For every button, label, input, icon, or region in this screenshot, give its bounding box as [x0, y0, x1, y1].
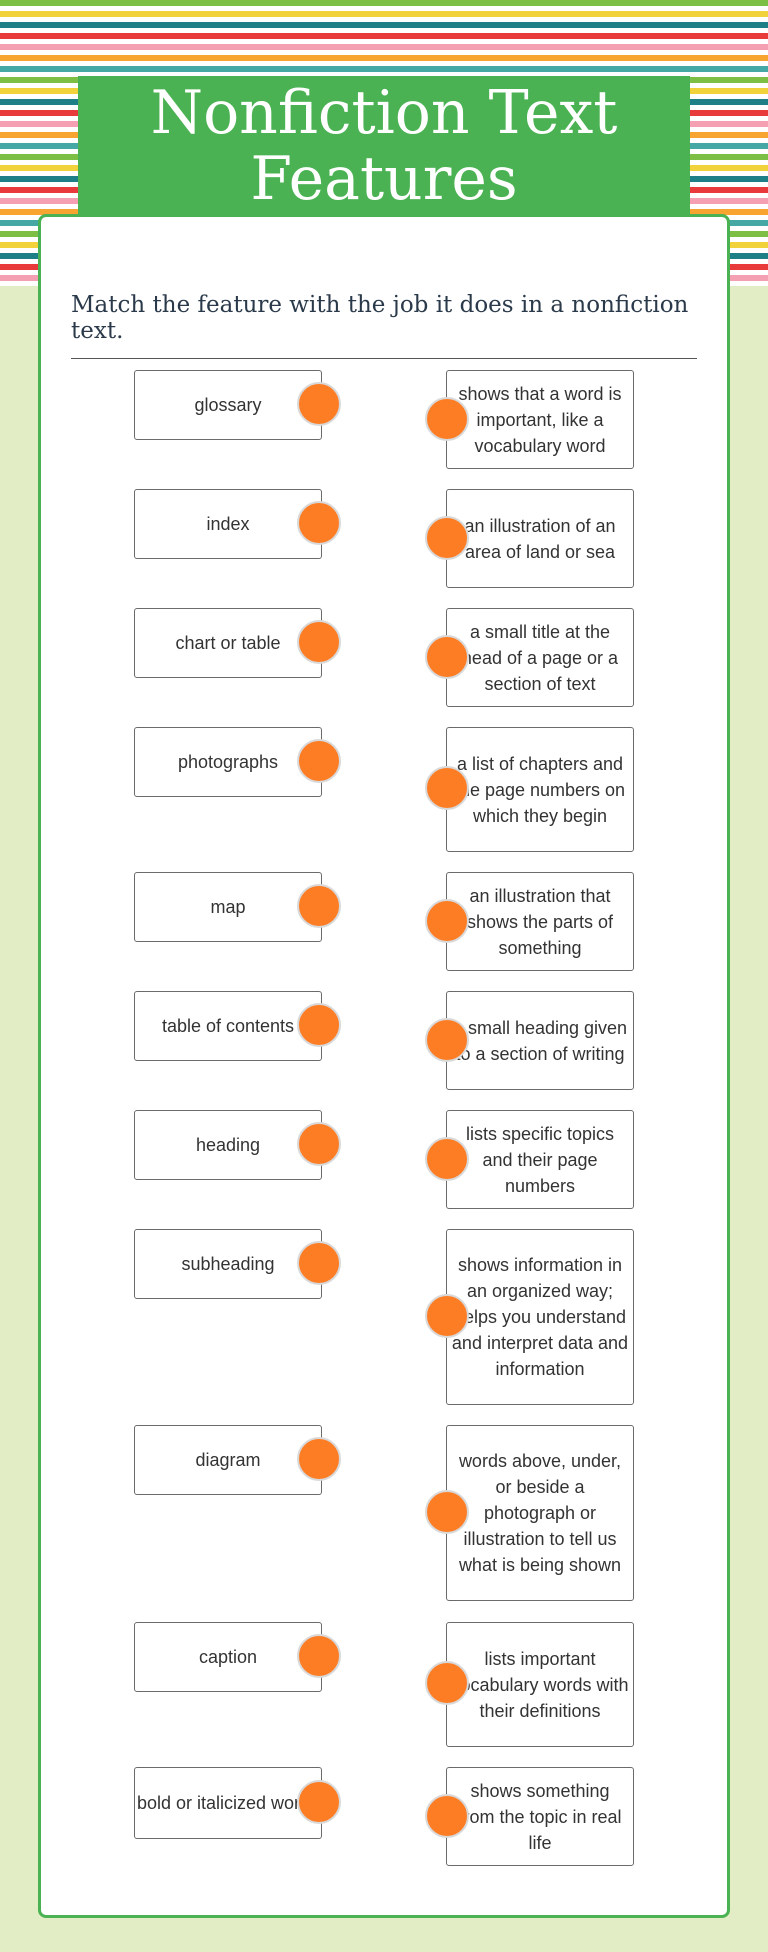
feature-item[interactable]: subheading: [134, 1229, 322, 1299]
description-label: lists specific topics and their page num…: [465, 1123, 615, 1196]
description-item[interactable]: shows something from the topic in real l…: [446, 1767, 634, 1866]
feature-label: glossary: [194, 395, 262, 415]
feature-item[interactable]: chart or table: [134, 608, 322, 678]
feature-label: map: [210, 897, 246, 917]
feature-connector-dot[interactable]: [297, 739, 341, 783]
feature-connector-dot[interactable]: [297, 1437, 341, 1481]
description-label: shows information in an organized way; h…: [451, 1255, 629, 1379]
feature-label: subheading: [181, 1254, 275, 1274]
feature-label: chart or table: [175, 633, 281, 653]
feature-item[interactable]: photographs: [134, 727, 322, 797]
description-connector-dot[interactable]: [425, 1794, 469, 1838]
feature-connector-dot[interactable]: [297, 1634, 341, 1678]
feature-connector-dot[interactable]: [297, 884, 341, 928]
description-item[interactable]: a small heading given to a section of wr…: [446, 991, 634, 1090]
feature-item[interactable]: caption: [134, 1622, 322, 1692]
description-label: words above, under, or beside a photogra…: [458, 1451, 622, 1575]
description-item[interactable]: an illustration of an area of land or se…: [446, 489, 634, 588]
divider: [71, 358, 697, 359]
description-label: shows that a word is important, like a v…: [458, 383, 622, 456]
description-label: an illustration of an area of land or se…: [464, 515, 616, 562]
feature-connector-dot[interactable]: [297, 1122, 341, 1166]
feature-connector-dot[interactable]: [297, 1780, 341, 1824]
feature-connector-dot[interactable]: [297, 382, 341, 426]
description-item[interactable]: lists important vocabulary words with th…: [446, 1622, 634, 1747]
description-connector-dot[interactable]: [425, 766, 469, 810]
feature-item[interactable]: heading: [134, 1110, 322, 1180]
feature-label: caption: [198, 1647, 258, 1667]
description-connector-dot[interactable]: [425, 1137, 469, 1181]
description-connector-dot[interactable]: [425, 397, 469, 441]
description-connector-dot[interactable]: [425, 1490, 469, 1534]
description-label: a small heading given to a section of wr…: [452, 1017, 628, 1064]
feature-item[interactable]: table of contents: [134, 991, 322, 1061]
feature-connector-dot[interactable]: [297, 1003, 341, 1047]
description-label: a list of chapters and the page numbers …: [454, 753, 626, 826]
description-item[interactable]: shows information in an organized way; h…: [446, 1229, 634, 1405]
description-item[interactable]: shows that a word is important, like a v…: [446, 370, 634, 469]
description-item[interactable]: an illustration that shows the parts of …: [446, 872, 634, 971]
page-title: Nonfiction Text Features: [78, 76, 690, 216]
feature-item[interactable]: bold or italicized words: [134, 1767, 322, 1839]
feature-label: heading: [195, 1135, 261, 1155]
feature-item[interactable]: diagram: [134, 1425, 322, 1495]
description-connector-dot[interactable]: [425, 635, 469, 679]
description-connector-dot[interactable]: [425, 899, 469, 943]
description-label: shows something from the topic in real l…: [458, 1780, 622, 1853]
feature-connector-dot[interactable]: [297, 620, 341, 664]
feature-connector-dot[interactable]: [297, 1241, 341, 1285]
feature-item[interactable]: index: [134, 489, 322, 559]
description-connector-dot[interactable]: [425, 1294, 469, 1338]
description-label: a small title at the head of a page or a…: [461, 621, 619, 694]
description-item[interactable]: a small title at the head of a page or a…: [446, 608, 634, 707]
feature-label: table of contents: [161, 1016, 295, 1036]
description-label: an illustration that shows the parts of …: [466, 885, 614, 958]
feature-label: diagram: [195, 1450, 261, 1470]
description-item[interactable]: lists specific topics and their page num…: [446, 1110, 634, 1209]
feature-connector-dot[interactable]: [297, 501, 341, 545]
description-connector-dot[interactable]: [425, 1661, 469, 1705]
description-item[interactable]: a list of chapters and the page numbers …: [446, 727, 634, 852]
description-connector-dot[interactable]: [425, 1018, 469, 1062]
instructions: Match the feature with the job it does i…: [71, 292, 689, 344]
feature-label: bold or italicized words: [136, 1793, 320, 1813]
description-label: lists important vocabulary words with th…: [451, 1648, 629, 1721]
description-connector-dot[interactable]: [425, 516, 469, 560]
feature-label: index: [206, 514, 250, 534]
feature-item[interactable]: map: [134, 872, 322, 942]
feature-label: photographs: [177, 752, 279, 772]
description-item[interactable]: words above, under, or beside a photogra…: [446, 1425, 634, 1601]
feature-item[interactable]: glossary: [134, 370, 322, 440]
